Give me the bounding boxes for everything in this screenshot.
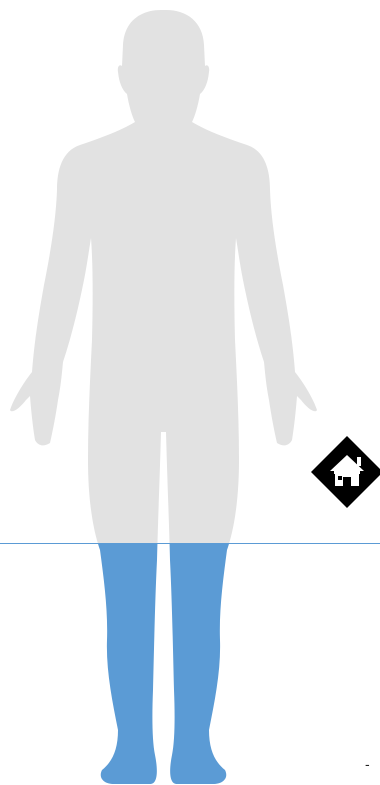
body-upper-region (10, 10, 317, 784)
level-line (0, 543, 380, 544)
corner-mark: - (365, 756, 370, 772)
home-button[interactable] (311, 436, 380, 508)
home-icon (311, 436, 380, 508)
